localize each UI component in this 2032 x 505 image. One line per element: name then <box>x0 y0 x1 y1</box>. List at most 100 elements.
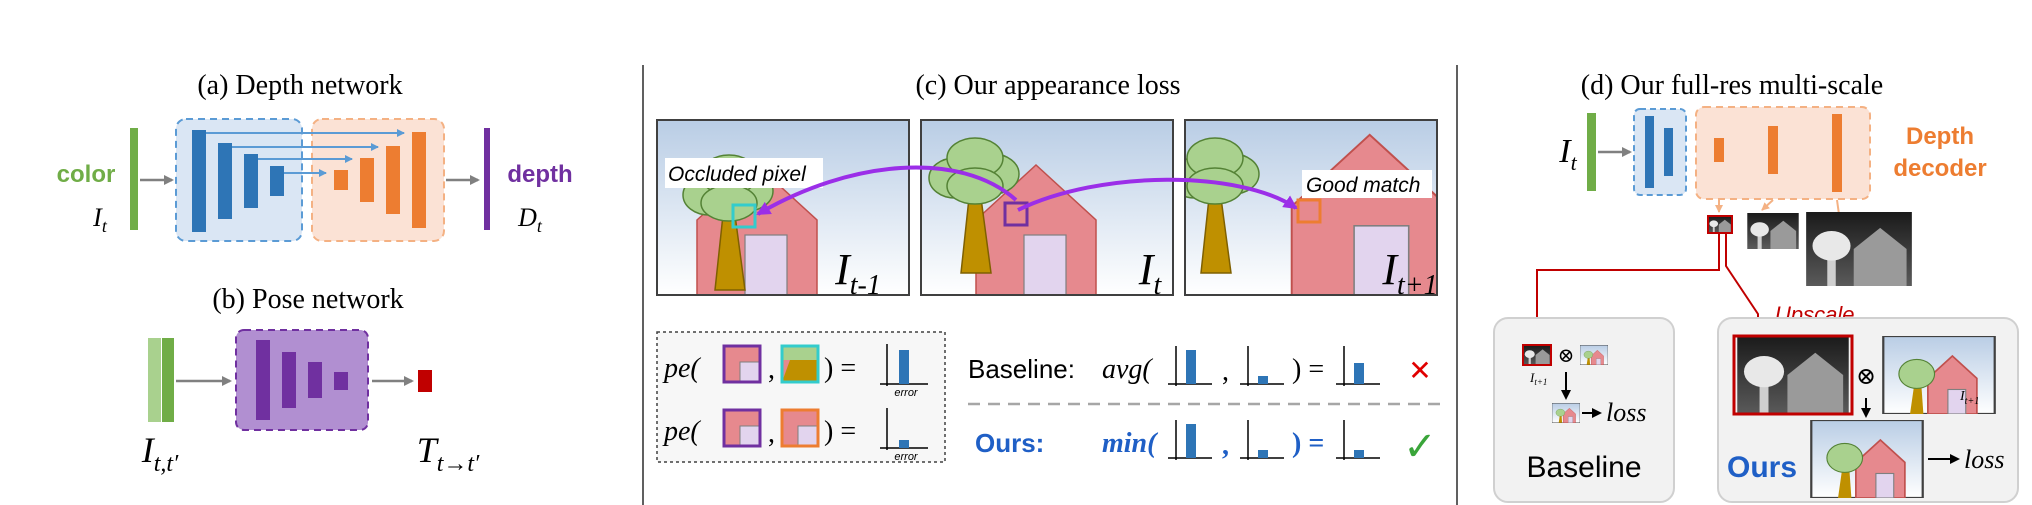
panel-d-title: (d) Our full-res multi-scale <box>1581 70 1883 101</box>
pe-row2-patch-b <box>780 408 820 448</box>
panel-d-decoder-layer-1 <box>1714 138 1724 162</box>
ours-error-bar-2 <box>1258 450 1268 458</box>
baseline-comma: , <box>1222 356 1229 387</box>
pose-output-var: Tt→t′ <box>417 430 480 477</box>
panel-d-multiscale: (d) Our full-res multi-scale It Depth de… <box>1493 70 2019 503</box>
pe-row1-error-plot: error <box>880 344 928 399</box>
baseline-plot-2 <box>1240 346 1284 386</box>
ours-eq: ) = <box>1292 428 1324 459</box>
panel-b-title: (b) Pose network <box>212 284 403 315</box>
baseline-small-depth <box>1522 344 1552 366</box>
pe-row2-error-plot: error <box>880 408 928 463</box>
decoder-layer-2 <box>360 158 374 202</box>
ours-check-icon: ✓ <box>1403 425 1437 469</box>
decoder-box <box>311 118 445 242</box>
baseline-label: Baseline: <box>968 354 1075 384</box>
baseline-box-label: Baseline <box>1526 451 1641 484</box>
baseline-plot-1 <box>1168 346 1212 386</box>
pe-row1-fn: pe( <box>662 353 701 384</box>
pose-input-frame-2 <box>162 338 174 422</box>
depth-output-bar <box>484 128 490 230</box>
pe-row2-error-label: error <box>894 451 919 463</box>
ours-error-bar-1 <box>1186 424 1196 458</box>
ours-result-bar <box>1354 450 1364 458</box>
baseline-eq: ) = <box>1292 354 1324 385</box>
baseline-avg: avg( <box>1102 354 1153 385</box>
depth-decoder-label-2: decoder <box>1893 155 1986 182</box>
panel-d-decoder-layer-2 <box>1768 126 1778 174</box>
pe-row1-comma: , <box>768 354 775 385</box>
ours-plot-2 <box>1240 420 1284 460</box>
good-match-label: Good match <box>1306 174 1420 197</box>
ours-loss-label: loss <box>1964 445 2004 474</box>
encoder-layer-4 <box>270 166 284 196</box>
color-input-var: It <box>92 203 108 236</box>
encoder-box <box>175 118 303 242</box>
baseline-it1-var: It+1 <box>1529 370 1547 387</box>
ours-min: min( <box>1102 428 1158 459</box>
panel-d-input-bar <box>1587 113 1596 191</box>
panel-d-input-var: It <box>1558 133 1577 175</box>
frame-t-minus-1-label: It-1 <box>834 245 881 301</box>
pose-net-box <box>235 329 369 431</box>
skip-connections <box>206 129 405 177</box>
baseline-cross-icon: ✕ <box>1408 355 1431 386</box>
baseline-error-bar-2 <box>1258 376 1268 384</box>
baseline-otimes: ⊗ <box>1558 345 1575 367</box>
decoder-layer-3 <box>386 146 400 214</box>
ours-otimes: ⊗ <box>1856 364 1876 390</box>
depth-output-small <box>1707 215 1733 234</box>
good-match-label-bg <box>1302 170 1432 198</box>
ours-plot-1 <box>1168 420 1212 460</box>
pe-row1-error-label: error <box>894 387 919 399</box>
depth-output-label: depth <box>507 161 572 188</box>
color-input-label: color <box>57 161 116 188</box>
pe-row2-patch-a <box>722 408 762 448</box>
frame-t-plus-1: Good match It+1 <box>1184 119 1438 301</box>
ours-warped-scene <box>1810 420 1924 498</box>
pose-output <box>418 370 432 392</box>
baseline-warped-scene <box>1552 403 1580 423</box>
panel-d-encoder-layer-2 <box>1664 128 1673 176</box>
ours-comma: , <box>1222 430 1229 461</box>
decoder-layer-1 <box>334 170 348 190</box>
occluded-pixel-marker <box>731 203 757 229</box>
encoder-layer-3 <box>244 154 258 208</box>
pe-row1-eq: ) = <box>824 353 856 384</box>
baseline-result-bar <box>1354 363 1364 384</box>
pose-layer-1 <box>256 340 270 420</box>
panel-d-decoder-box <box>1695 106 1871 200</box>
panel-d-decoder-layer-3 <box>1832 114 1842 192</box>
frame-t-minus-1: Occluded pixel It-1 <box>656 119 910 301</box>
occluded-label-bg <box>665 158 823 188</box>
color-input-bar <box>130 128 138 230</box>
panel-a-depth-network: (a) Depth network color It depth Dt <box>57 70 573 242</box>
baseline-small-scene <box>1580 345 1608 365</box>
panel-a-title: (a) Depth network <box>197 70 402 101</box>
panel-d-encoder-layer-1 <box>1645 116 1654 188</box>
ours-result-plot <box>1336 420 1380 460</box>
pose-layer-3 <box>308 362 322 398</box>
depth-output-var: Dt <box>517 203 543 236</box>
baseline-error-bar-1 <box>1186 350 1196 384</box>
ours-label: Ours: <box>975 428 1044 458</box>
correspondence-arrow-to-prev <box>756 165 1018 216</box>
frame-t-plus-1-label: It+1 <box>1381 245 1437 301</box>
panel-c-title: (c) Our appearance loss <box>915 70 1180 101</box>
ours-box-label: Ours <box>1727 451 1797 484</box>
pose-input-var: It,t′ <box>141 430 179 477</box>
pe-row1-patch-b <box>780 344 820 384</box>
baseline-route-arrow <box>1531 234 1720 342</box>
ours-it1-var: It+1 <box>1959 389 1979 407</box>
pose-layer-4 <box>334 372 348 390</box>
encoder-layer-2 <box>218 143 232 219</box>
panel-d-encoder-box <box>1633 108 1687 196</box>
panel-b-pose-network: (b) Pose network It,t′ Tt→t′ <box>141 284 480 477</box>
baseline-loss-label: loss <box>1606 398 1646 427</box>
frame-t: It <box>920 119 1174 301</box>
frame-t-label: It <box>1138 245 1163 301</box>
target-pixel-marker <box>1003 201 1029 227</box>
occluded-pixel-label: Occluded pixel <box>668 163 807 186</box>
pe-row2-eq: ) = <box>824 416 856 447</box>
